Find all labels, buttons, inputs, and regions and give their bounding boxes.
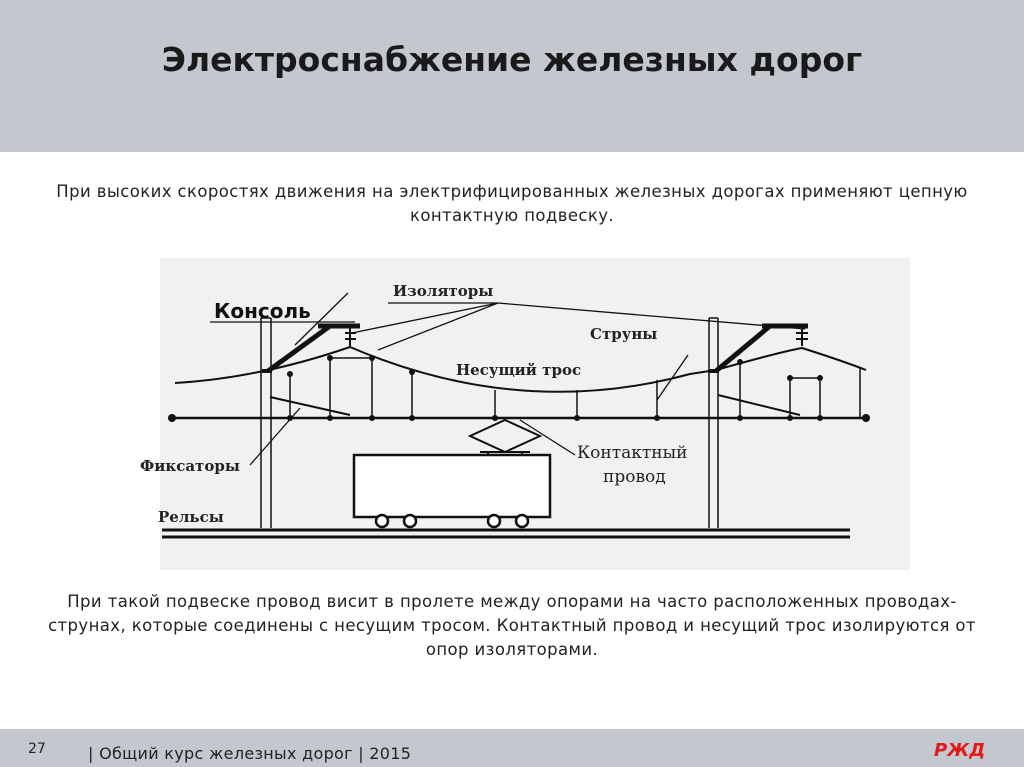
right-pole bbox=[708, 317, 719, 528]
label-fixators: Фиксаторы bbox=[140, 457, 240, 475]
label-contact-wire-2: провод bbox=[603, 467, 666, 487]
label-carrier-cable: Несущий трос bbox=[456, 361, 581, 379]
left-pole bbox=[260, 317, 272, 528]
description-text: При такой подвеске провод висит в пролет… bbox=[48, 592, 976, 659]
label-rails: Рельсы bbox=[158, 508, 224, 526]
carrier-cable bbox=[174, 345, 867, 393]
pantograph bbox=[467, 417, 543, 455]
rzd-logo: РЖД bbox=[934, 740, 985, 761]
page-number: 27 bbox=[28, 741, 46, 757]
catenary-diagram: Консоль Изоляторы Струны Несущий трос Фи… bbox=[140, 258, 910, 570]
label-strings: Струны bbox=[590, 325, 657, 343]
locomotive bbox=[352, 453, 552, 529]
label-contact-wire-1: Контактный bbox=[577, 443, 687, 463]
footer-bar bbox=[0, 729, 1024, 767]
label-console: Консоль bbox=[214, 299, 311, 323]
label-insulators: Изоляторы bbox=[393, 282, 493, 300]
dropper-dots bbox=[287, 355, 823, 421]
page-title: Электроснабжение железных дорог bbox=[161, 40, 863, 79]
header-bar bbox=[0, 0, 1024, 152]
footer-course-text: | Общий курс железных дорог | 2015 bbox=[88, 744, 412, 763]
rails bbox=[162, 528, 850, 539]
rzd-logo-text: РЖД bbox=[934, 740, 985, 761]
pointer-lines bbox=[210, 292, 806, 466]
intro-text: При высоких скоростях движения на электр… bbox=[56, 182, 968, 225]
